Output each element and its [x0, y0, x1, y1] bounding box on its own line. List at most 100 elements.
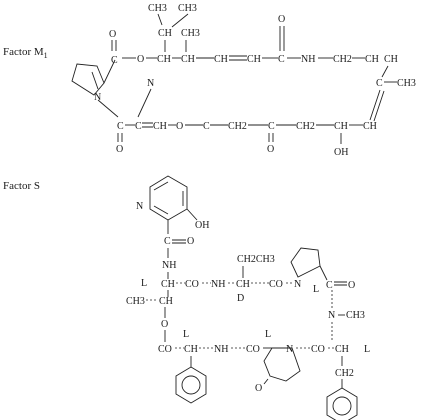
- s-thr-ch3: CH3: [126, 296, 145, 307]
- s-thr-ch: CH: [161, 279, 175, 290]
- m1-chain-ch-4: CH: [247, 54, 261, 65]
- m1-keto-o: O: [116, 144, 123, 155]
- m1-bond-15: [381, 65, 389, 78]
- s-proline-ring: [290, 247, 321, 278]
- s-pro-n: N: [294, 279, 301, 290]
- s-stereo-l1: L: [141, 278, 147, 289]
- s-ch2ch3: CH2CH3: [237, 254, 275, 265]
- m1-chain-ch-3: CH: [214, 54, 228, 65]
- s-nh-1: NH: [162, 260, 176, 271]
- s-stereo-l2: L: [313, 284, 319, 295]
- m1-alpha-double-bond: [142, 122, 153, 128]
- s-stereo-l4: L: [265, 329, 271, 340]
- m1-vertical-bonds: [164, 40, 187, 52]
- m1-bond-ring-ester: [103, 59, 116, 84]
- m1-double-bond: [229, 55, 247, 61]
- s-oh: OH: [195, 220, 209, 231]
- m1-ch-oh: CH: [334, 121, 348, 132]
- s-carbonyl-c: C: [164, 236, 171, 247]
- s-phe-ch2: CH2: [335, 368, 354, 379]
- s-benzene-phe: [326, 387, 358, 420]
- s-thr-ch2: CH: [159, 296, 173, 307]
- s-pro-double-bond: [334, 281, 347, 286]
- m1-isopropyl-bonds: [157, 13, 189, 28]
- factor-s-title: Factor S: [3, 180, 40, 192]
- s-bond-pip-o: [263, 378, 269, 385]
- m1-isopropyl-ch: CH: [158, 28, 172, 39]
- m1-bond-side-n: [137, 88, 152, 118]
- s-co-1: CO: [185, 279, 199, 290]
- m1-link-c: C: [203, 121, 210, 132]
- s-co-3: CO: [158, 344, 172, 355]
- s-ch3-me: CH3: [346, 310, 365, 321]
- s-co-5: CO: [311, 344, 325, 355]
- m1-keto-c: C: [117, 121, 124, 132]
- m1-oh: OH: [334, 147, 348, 158]
- m1-iso-c: C: [376, 78, 383, 89]
- m1-bond-n-c: [97, 99, 119, 118]
- s-phe-ch: CH: [335, 344, 349, 355]
- m1-chain-ch-1: CH: [157, 54, 171, 65]
- m1-ring-double-bond: [91, 71, 99, 90]
- m1-ch3-c: CH3: [181, 28, 200, 39]
- s-bond-pro-c: [319, 265, 328, 281]
- m1-ch3-b: CH3: [178, 3, 197, 14]
- factor-m1-title: Factor M1: [3, 46, 48, 60]
- s-pyridine-double-bonds: [153, 181, 184, 215]
- m1-link-ch2: CH2: [228, 121, 247, 132]
- s-carbonyl-double-bond: [172, 239, 186, 244]
- s-thr-o: O: [161, 319, 168, 330]
- m1-ch-end: CH: [365, 54, 379, 65]
- m1-ch3-a: CH3: [148, 3, 167, 14]
- s-piperidine-ring: [263, 347, 301, 382]
- s-stereo-l5: L: [364, 344, 370, 355]
- m1-alpha-c: C: [135, 121, 142, 132]
- s-co-2: CO: [269, 279, 283, 290]
- s-pro-o: O: [348, 280, 355, 291]
- s-abu-ch: CH: [236, 279, 250, 290]
- m1-ring-n: N: [94, 92, 101, 103]
- m1-ch-top: CH: [384, 54, 398, 65]
- m1-ch-right: CH: [363, 121, 377, 132]
- m1-chain-ch-2: CH: [181, 54, 195, 65]
- m1-link-ch: CH: [153, 121, 167, 132]
- factor-s-structure: Factor S N OH C O NH L CH CO NH CH CH2CH…: [3, 175, 370, 420]
- m1-amide-double-bond: [279, 26, 285, 51]
- s-pip-n: N: [286, 344, 293, 355]
- m1-ester-c: C: [111, 55, 118, 66]
- m1-link-o: O: [176, 121, 183, 132]
- s-nh-3: NH: [214, 344, 228, 355]
- s-benzene-phg-aromatic: [181, 375, 201, 395]
- s-benzene-phe-aromatic: [332, 396, 352, 416]
- s-n-me: N: [328, 310, 335, 321]
- s-benzene-phg: [175, 366, 207, 404]
- factor-m1-structure: Factor M1 N C O O CH3 CH3 CH CH3 CH CH C…: [3, 3, 416, 158]
- m1-ch2: CH2: [333, 54, 352, 65]
- m1-nh: NH: [301, 54, 315, 65]
- m1-ester-o: O: [137, 54, 144, 65]
- s-phg-ch: CH: [184, 344, 198, 355]
- m1-keto2-double-bond: [268, 133, 274, 142]
- s-stereo-l3: L: [183, 329, 189, 340]
- s-pyridine-n: N: [136, 201, 143, 212]
- s-pyridine-ring: [149, 175, 188, 221]
- m1-keto2-o: O: [267, 144, 274, 155]
- m1-amide-c: C: [278, 54, 285, 65]
- m1-amide-o: O: [278, 14, 285, 25]
- s-stereo-d: D: [237, 293, 244, 304]
- s-bond-oh: [186, 208, 198, 221]
- m1-ester-o-top: O: [109, 29, 116, 40]
- s-pro-c: C: [326, 280, 333, 291]
- m1-keto-double-bond: [117, 133, 123, 142]
- m1-ch3-iso: CH3: [397, 78, 416, 89]
- s-pip-o: O: [255, 383, 262, 394]
- m1-ester-double-bond: [111, 40, 117, 51]
- m1-keto2-c: C: [268, 121, 275, 132]
- m1-right-double-bond: [369, 89, 385, 122]
- m1-ch2-b: CH2: [296, 121, 315, 132]
- s-nh-2: NH: [211, 279, 225, 290]
- s-co-4: CO: [246, 344, 260, 355]
- s-carbonyl-o: O: [187, 236, 194, 247]
- m1-pyrroline-ring: [71, 63, 105, 96]
